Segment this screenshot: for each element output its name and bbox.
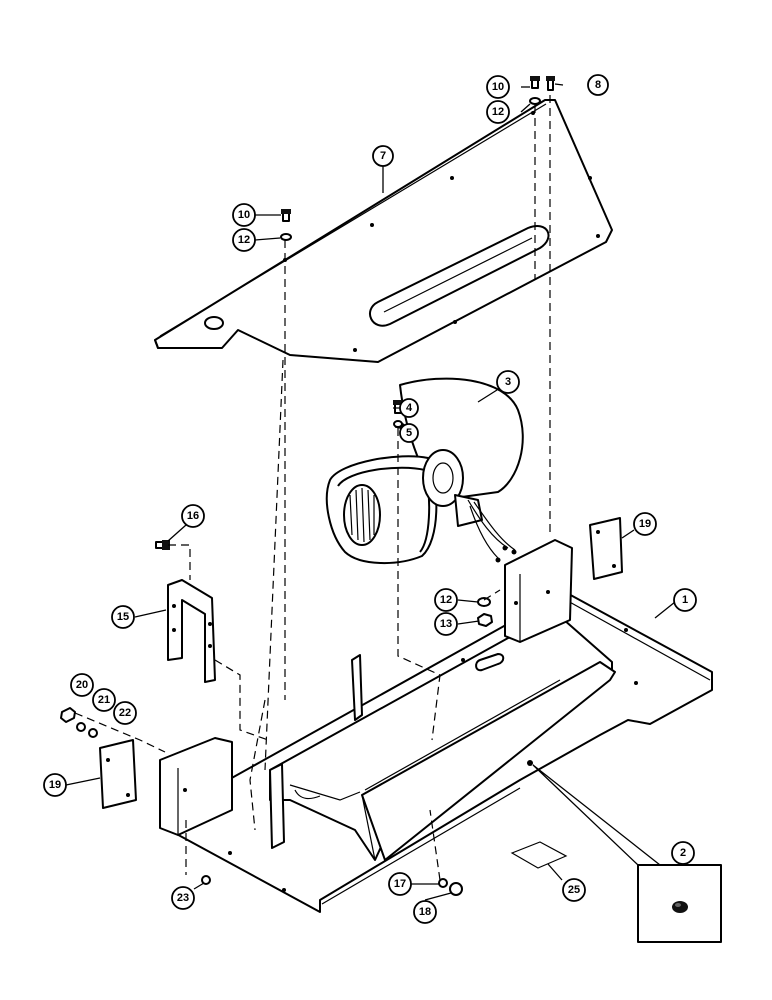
callout-label: 8 xyxy=(595,79,601,91)
callout-label: 5 xyxy=(406,427,412,439)
callout-label: 10 xyxy=(492,81,504,93)
callout-16: 16 xyxy=(181,504,205,528)
callout-12-lower: 12 xyxy=(434,588,458,612)
callout-label: 7 xyxy=(380,150,386,162)
callout-23: 23 xyxy=(171,886,195,910)
callout-21: 21 xyxy=(92,688,116,712)
callout-label: 21 xyxy=(98,694,110,706)
callout-5: 5 xyxy=(399,423,419,443)
callout-label: 22 xyxy=(119,707,131,719)
top-cover-plate xyxy=(154,99,613,363)
callout-label: 12 xyxy=(238,234,250,246)
callout-20: 20 xyxy=(70,673,94,697)
base-pan xyxy=(159,591,713,913)
callout-label: 12 xyxy=(492,106,504,118)
callout-19-left: 19 xyxy=(43,773,67,797)
callout-10-top: 10 xyxy=(486,75,510,99)
decal-25 xyxy=(510,841,568,869)
callout-1: 1 xyxy=(673,588,697,612)
callout-13: 13 xyxy=(434,612,458,636)
callout-label: 23 xyxy=(177,892,189,904)
callout-18: 18 xyxy=(413,900,437,924)
seal-plate-right xyxy=(589,517,623,580)
callout-label: 4 xyxy=(406,402,413,414)
assembly-lines xyxy=(74,95,551,881)
callout-12-top: 12 xyxy=(486,100,510,124)
callout-25: 25 xyxy=(562,878,586,902)
callout-label: 20 xyxy=(76,679,88,691)
callout-12-mid: 12 xyxy=(232,228,256,252)
callout-label: 15 xyxy=(117,611,129,623)
right-mount-bracket xyxy=(504,539,573,643)
callout-4: 4 xyxy=(399,398,419,418)
callout-15: 15 xyxy=(111,605,135,629)
callout-label: 2 xyxy=(680,847,686,859)
detail-inset-plug xyxy=(532,764,722,943)
blower-assembly xyxy=(325,377,524,564)
callout-10-mid: 10 xyxy=(232,203,256,227)
callout-label: 12 xyxy=(440,594,452,606)
callout-label: 3 xyxy=(505,376,511,388)
callout-label: 19 xyxy=(49,779,61,791)
callout-3: 3 xyxy=(496,370,520,394)
callout-8: 8 xyxy=(587,74,609,96)
callout-label: 1 xyxy=(682,594,688,606)
callout-label: 19 xyxy=(639,518,651,530)
left-mount-bracket xyxy=(159,737,233,836)
callout-19-right: 19 xyxy=(633,512,657,536)
callout-label: 16 xyxy=(187,510,199,522)
callout-label: 10 xyxy=(238,209,250,221)
callout-label: 17 xyxy=(394,878,406,890)
callout-label: 18 xyxy=(419,906,431,918)
callout-label: 13 xyxy=(440,618,452,630)
bracket-15 xyxy=(167,579,216,683)
callout-17: 17 xyxy=(388,872,412,896)
callout-label: 25 xyxy=(568,884,580,896)
hardware xyxy=(60,76,555,896)
callout-7: 7 xyxy=(372,145,394,167)
callout-22: 22 xyxy=(113,701,137,725)
seal-plate-left xyxy=(99,739,137,809)
callout-2: 2 xyxy=(671,841,695,865)
